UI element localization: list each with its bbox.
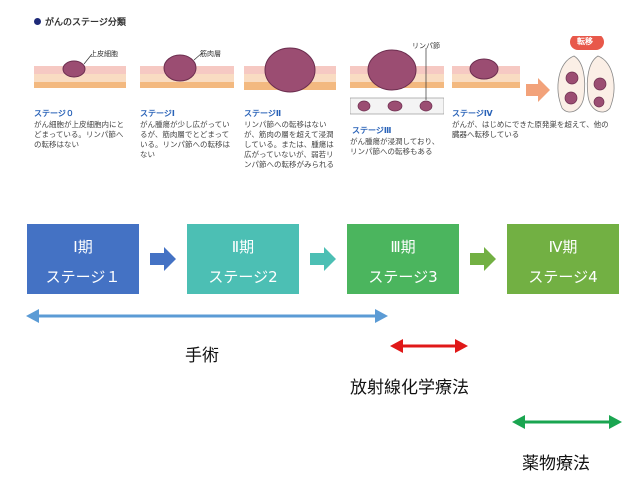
stage-2-name: ステージⅡ <box>244 109 282 118</box>
flow-box-stage-4: Ⅳ期 ステージ4 <box>507 224 619 294</box>
stage-0-panel: 上皮細胞 ステージ０ がん細胞が上皮細胞内にとどまっている。リンパ節への転移はな… <box>34 36 126 176</box>
flow-box-stage-2: Ⅱ期 ステージ2 <box>187 224 299 294</box>
flow-arrow-icon <box>150 247 176 271</box>
stage-2-illustration <box>244 47 336 93</box>
bullet-icon <box>34 18 41 25</box>
stage-3-panel: リンパ節 ステージⅢ がん腫瘍が浸潤しており、リンパ節への転移もある <box>350 36 444 176</box>
surgery-label: 手術 <box>185 346 219 366</box>
stage-1-name: ステージⅠ <box>140 109 175 118</box>
stage-2-panel: ステージⅡ リンパ節への転移はないが、筋肉の層を超えて浸潤している。または、腫瘍… <box>244 36 336 196</box>
stage-3-illustration <box>350 48 444 115</box>
metastasis-label: 転移 <box>577 37 593 46</box>
drug-therapy-label: 薬物療法 <box>522 454 590 474</box>
flow-box-stage-1: Ⅰ期 ステージ１ <box>27 224 139 294</box>
flow-box-period: Ⅰ期 <box>73 238 93 256</box>
stage-0-name: ステージ０ <box>34 109 74 118</box>
stage-1-illustration <box>140 52 234 88</box>
stage-0-illustration <box>34 53 126 88</box>
epithelium-label: 上皮細胞 <box>90 50 118 58</box>
illustration-title-text: がんのステージ分類 <box>45 18 126 28</box>
chemoradiation-label: 放射線化学療法 <box>350 378 469 398</box>
flow-arrow-icon <box>310 247 336 271</box>
stage-1-panel: 筋肉層 ステージⅠ がん腫瘍が少し広がっているが、筋肉層でとどまっている。リンパ… <box>140 36 234 176</box>
flow-arrow-icon <box>470 247 496 271</box>
flow-box-period: Ⅱ期 <box>231 238 255 256</box>
chemoradiation-range-arrow <box>390 339 468 353</box>
stage-4-panel: 転移 ステージⅣ がんが、はじめにできた原発巣を超えて、他の臓器へ転移している <box>452 36 622 176</box>
drug-therapy-range-arrow <box>512 415 622 429</box>
stage-0-desc: がん細胞が上皮細胞内にとどまっている。リンパ節への転移はない <box>34 120 124 149</box>
flow-box-stage: ステージ１ <box>45 268 121 286</box>
flow-box-stage: ステージ3 <box>368 268 438 286</box>
stage-4-desc: がんが、はじめにできた原発巣を超えて、他の臓器へ転移している <box>452 120 609 139</box>
stage-1-desc: がん腫瘍が少し広がっているが、筋肉層でとどまっている。リンパ節への転移はない <box>140 120 230 159</box>
stage-3-name: ステージⅢ <box>352 126 392 135</box>
flow-box-period: Ⅳ期 <box>548 238 578 256</box>
illustration-title: がんのステージ分類 <box>34 15 126 28</box>
stage-4-illustration <box>452 36 615 113</box>
flow-box-period: Ⅲ期 <box>390 238 416 256</box>
stage-4-name: ステージⅣ <box>452 109 493 118</box>
lymph-label: リンパ節 <box>412 42 440 50</box>
stage-3-desc: がん腫瘍が浸潤しており、リンパ節への転移もある <box>350 137 440 156</box>
surgery-range-arrow <box>26 309 388 323</box>
flow-box-stage: ステージ2 <box>208 268 278 286</box>
muscle-label: 筋肉層 <box>200 50 221 58</box>
stage-2-desc: リンパ節への転移はないが、筋肉の層を超えて浸潤している。または、腫瘍は広がってい… <box>244 120 334 169</box>
flow-box-stage: ステージ4 <box>528 268 598 286</box>
flow-box-stage-3: Ⅲ期 ステージ3 <box>347 224 459 294</box>
